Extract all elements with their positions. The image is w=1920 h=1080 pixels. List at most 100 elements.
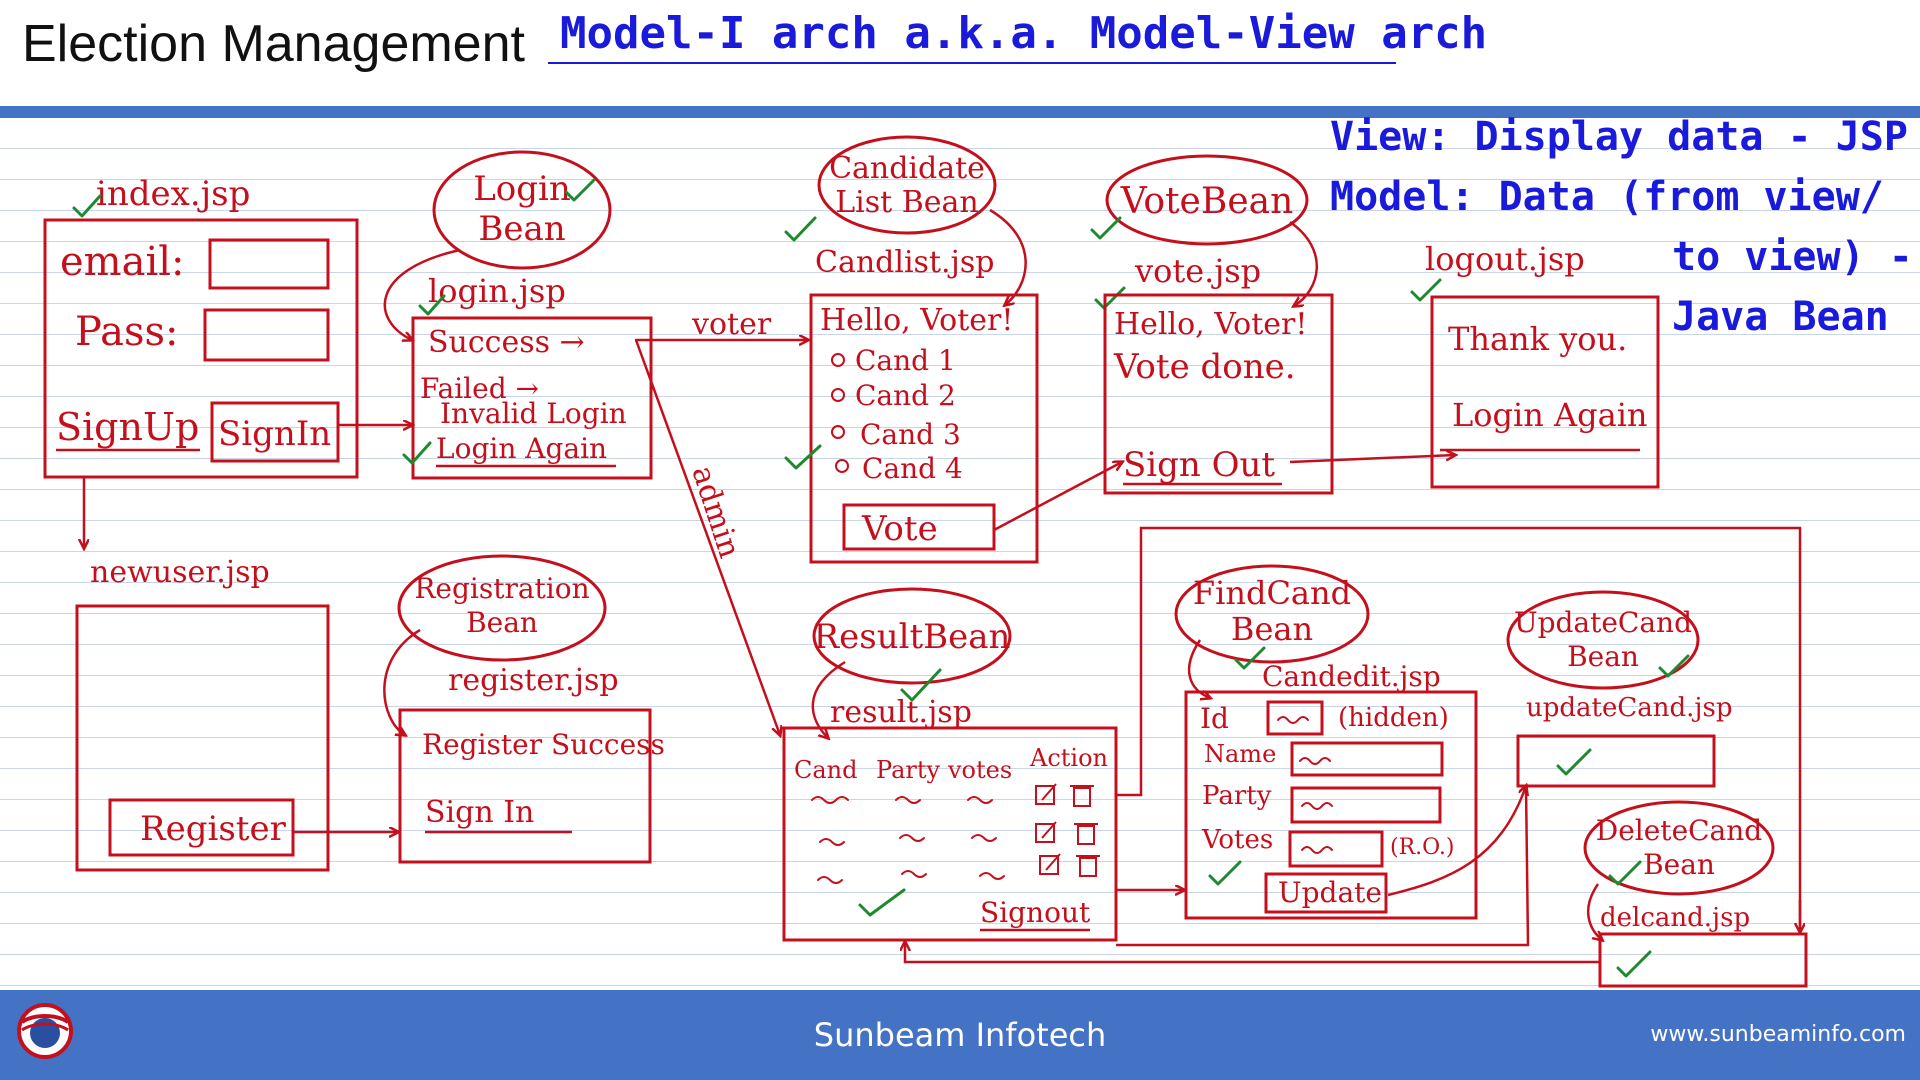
delete-icon[interactable] xyxy=(1074,823,1098,845)
col-party: Party xyxy=(876,756,940,784)
vote-signout-link[interactable]: Sign Out xyxy=(1123,445,1275,485)
header-divider-bar xyxy=(0,106,1920,118)
candedit-page-label: Candedit.jsp xyxy=(1262,660,1441,693)
vote-button-label: Vote xyxy=(861,509,938,549)
footer-company-name: Sunbeam Infotech xyxy=(813,1016,1107,1054)
check-mark xyxy=(1234,646,1266,670)
update-cand-bean-line2: Bean xyxy=(1567,640,1639,673)
vote-frame xyxy=(1103,293,1334,495)
candidate-list-group: Candidate List Bean Candlist.jsp Hello, … xyxy=(784,135,1039,564)
id-field[interactable] xyxy=(1266,700,1324,736)
page-subtitle: Model-I arch a.k.a. Model-View arch xyxy=(560,8,1488,59)
footer-website-link[interactable]: www.sunbeaminfo.com xyxy=(1650,1022,1906,1047)
hidden-note: (hidden) xyxy=(1338,703,1449,733)
field-squiggle xyxy=(1277,716,1309,724)
delcand-frame xyxy=(1598,932,1808,988)
bean-to-jsp-arrow xyxy=(989,208,1027,305)
field-squiggle xyxy=(1299,757,1331,765)
email-field[interactable] xyxy=(208,238,330,290)
login-bean-ellipse xyxy=(432,150,612,270)
update-cand-bean-line1: UpdateCand xyxy=(1514,606,1692,639)
candidate-list-bean-line2: List Bean xyxy=(835,185,979,220)
login-failed: Failed → xyxy=(420,372,539,405)
logout-thanks: Thank you. xyxy=(1448,320,1627,358)
check-mark xyxy=(1208,860,1242,886)
result-actions xyxy=(1035,783,1100,877)
login-invalid: Invalid Login xyxy=(440,397,627,430)
index-frame xyxy=(43,218,359,479)
radio-cand3[interactable] xyxy=(831,425,845,439)
signup-link[interactable]: SignUp xyxy=(56,405,199,449)
option-cand2: Cand 2 xyxy=(855,379,956,412)
vote-page-label: vote.jsp xyxy=(1134,252,1261,290)
update-cand-bean-ellipse xyxy=(1506,590,1700,690)
candedit-frame xyxy=(1184,690,1478,920)
col-cand: Cand xyxy=(794,756,858,784)
logout-frame xyxy=(1430,295,1660,489)
login-page-label: login.jsp xyxy=(428,272,566,310)
footer-bar: Sunbeam Infotech www.sunbeaminfo.com xyxy=(0,990,1920,1080)
result-frame xyxy=(782,726,1118,942)
edit-icon[interactable] xyxy=(1035,821,1057,843)
check-mark xyxy=(858,888,906,917)
radio-cand1[interactable] xyxy=(831,353,845,367)
admin-arrow xyxy=(634,339,780,735)
candlist-page-label: Candlist.jsp xyxy=(815,245,994,280)
party-label: Party xyxy=(1202,781,1272,811)
register-signin-link[interactable]: Sign In xyxy=(425,795,534,830)
logout-page-label: logout.jsp xyxy=(1425,240,1585,278)
vote-button[interactable] xyxy=(842,503,996,551)
vote-to-votejsp-arrow xyxy=(993,462,1122,532)
cell-squiggle xyxy=(819,838,845,846)
result-bean-ellipse xyxy=(812,587,1012,685)
find-cand-bean-ellipse xyxy=(1174,564,1370,664)
logout-page-box: logout.jsp Thank you. Login Again xyxy=(1410,240,1660,489)
update-cand-group: UpdateCand Bean updateCand.jsp xyxy=(1506,590,1732,788)
register-button[interactable] xyxy=(108,798,295,857)
cell-squiggle xyxy=(811,796,849,804)
candidate-list-bean-line1: Candidate xyxy=(829,151,985,186)
sunbeam-logo-icon xyxy=(17,1003,73,1059)
check-mark xyxy=(564,178,596,202)
admin-label: admin xyxy=(684,462,746,563)
password-field[interactable] xyxy=(203,308,330,362)
delcand-page-label: delcand.jsp xyxy=(1600,903,1750,933)
name-field[interactable] xyxy=(1290,741,1444,777)
note-javabean: Java Bean xyxy=(1672,294,1889,340)
edit-icon[interactable] xyxy=(1035,783,1057,805)
logout-login-again-link[interactable]: Login Again xyxy=(1452,396,1648,434)
bean-to-jsp-arrow xyxy=(383,628,421,735)
edit-icon[interactable] xyxy=(1039,853,1061,875)
delete-cand-group: DeleteCand Bean delcand.jsp xyxy=(1583,800,1808,988)
login-bean-line1: Login xyxy=(473,169,571,209)
result-signout-link[interactable]: Signout xyxy=(980,896,1091,929)
login-bean-line2: Bean xyxy=(478,209,565,249)
vote-done: Vote done. xyxy=(1113,347,1296,387)
delete-cand-bean-line2: Bean xyxy=(1643,848,1715,881)
find-cand-bean-line2: Bean xyxy=(1231,610,1313,648)
field-squiggle xyxy=(1301,846,1333,854)
signin-button[interactable] xyxy=(210,401,340,463)
candlist-greeting: Hello, Voter! xyxy=(820,303,1013,338)
radio-cand4[interactable] xyxy=(835,459,849,473)
votes-label: Votes xyxy=(1201,825,1273,855)
signin-label: SignIn xyxy=(218,414,331,454)
pass-label: Pass: xyxy=(75,309,179,355)
cell-squiggle xyxy=(971,834,997,842)
option-cand4: Cand 4 xyxy=(862,452,963,485)
index-page-box: index.jsp email: Pass: SignUp SignIn xyxy=(43,174,359,479)
login-again-link[interactable]: Login Again xyxy=(436,432,607,465)
delete-cand-bean-ellipse xyxy=(1583,800,1775,896)
ruled-background xyxy=(0,118,1920,990)
readonly-note: (R.O.) xyxy=(1390,835,1454,860)
name-label: Name xyxy=(1204,740,1276,768)
party-field[interactable] xyxy=(1290,786,1442,824)
radio-cand2[interactable] xyxy=(831,388,845,402)
delete-icon[interactable] xyxy=(1076,855,1100,877)
updatecand-frame xyxy=(1516,734,1716,788)
delete-icon[interactable] xyxy=(1070,785,1094,807)
col-action: Action xyxy=(1029,744,1108,772)
update-button[interactable] xyxy=(1264,872,1388,914)
result-table-header: Cand Party votes Action xyxy=(794,744,1108,784)
